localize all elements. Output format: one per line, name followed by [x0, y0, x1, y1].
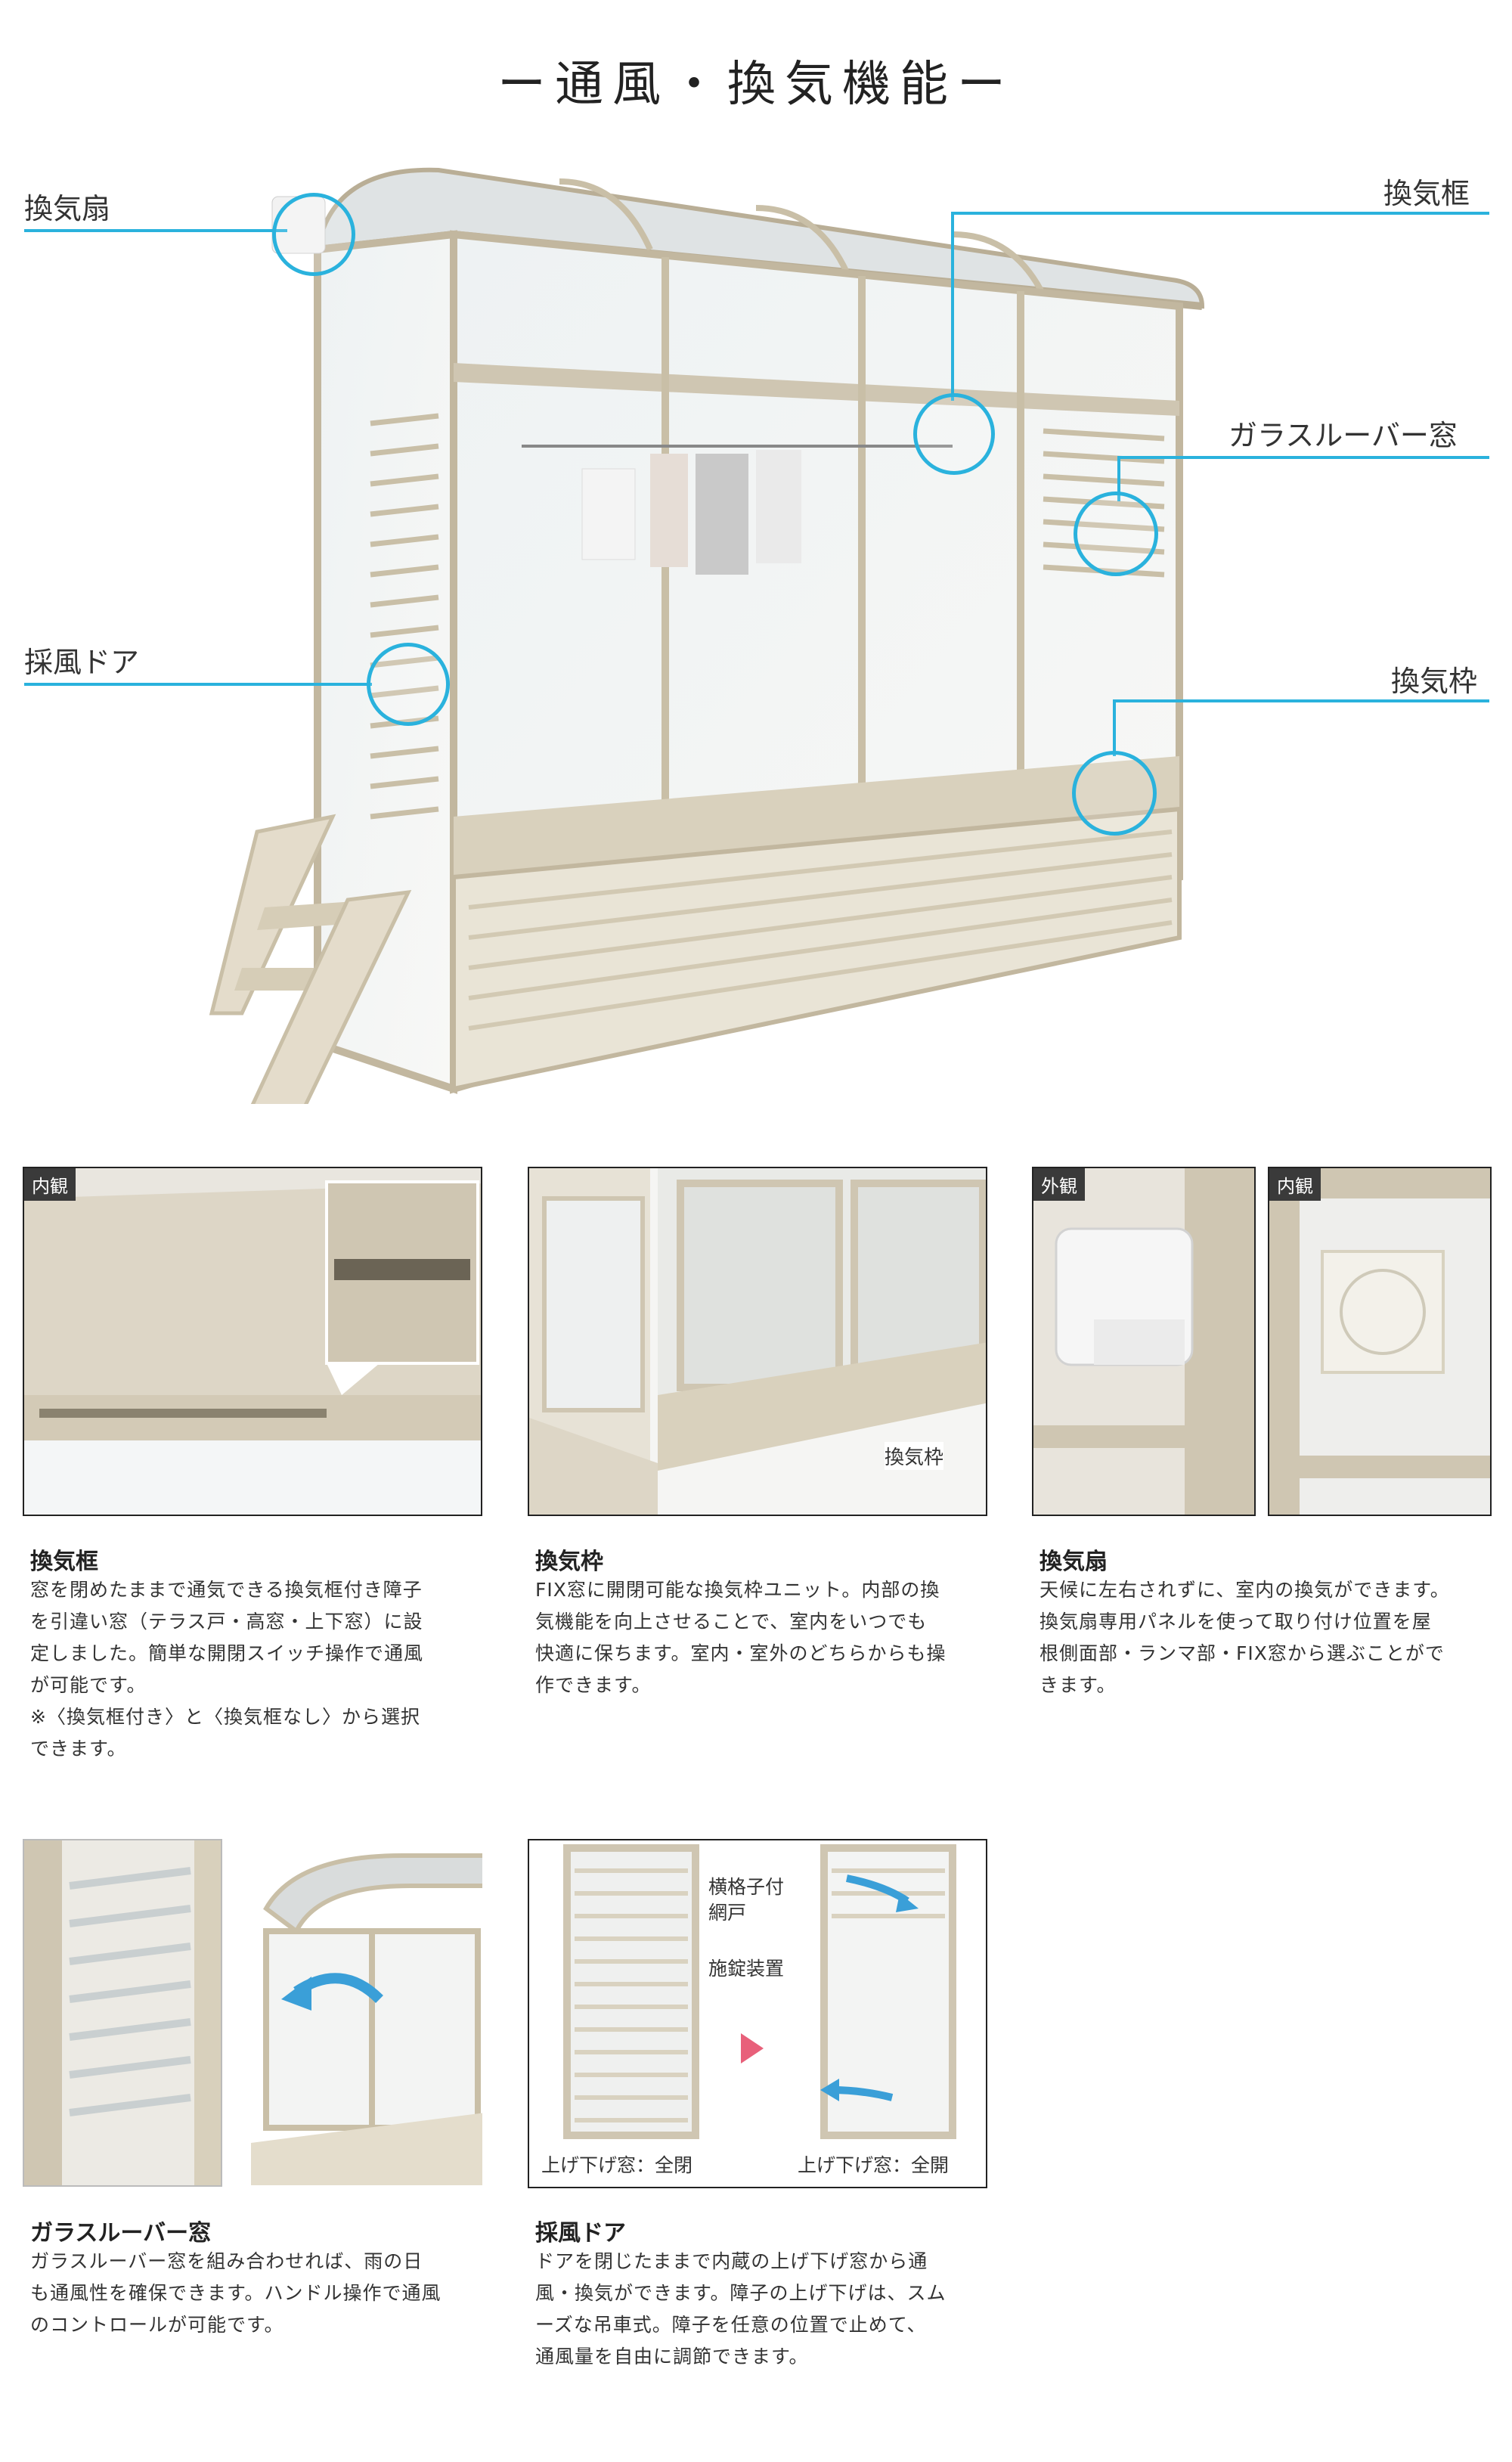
tag-inside: 内観: [24, 1168, 76, 1201]
desc-kanki-kamachi: 窓を閉めたままで通気できる換気框付き障子 を引違い窓（テラス戸・高窓・上下窓）に…: [30, 1579, 424, 1760]
callout-fan-label: 換気扇: [24, 192, 111, 225]
callout-door-label: 採風ドア: [24, 646, 140, 679]
callout-louver-vline: [1117, 456, 1120, 501]
heading-kanki-waku: 換気枠: [535, 1549, 603, 1575]
callout-frame-top-label: 換気框: [1383, 177, 1470, 210]
heading-louver: ガラスルーバー窓: [30, 2220, 212, 2246]
tag-inside-fan: 内観: [1269, 1168, 1321, 1201]
callout-door-circle: [367, 643, 450, 726]
callout-louver-label: ガラスルーバー窓: [1228, 419, 1458, 452]
label-door-screen: 横格子付 網戸: [708, 1876, 785, 1924]
caption-door-closed: 上げ下げ窓：全閉: [541, 2154, 693, 2176]
sunroom-illustration: [197, 151, 1255, 1114]
photo-kanki-sen-inside: 内観: [1268, 1167, 1492, 1516]
callout-frame-top-vline: [951, 212, 954, 401]
desc-door: ドアを閉じたままで内蔵の上げ下げ窓から通 風・換気ができます。障子の上げ下げは、…: [535, 2250, 947, 2367]
callout-frame-bottom-circle: [1072, 751, 1157, 836]
callout-frame-bottom-label: 換気枠: [1391, 665, 1478, 698]
photo-kanki-waku: 換気枠: [528, 1167, 987, 1516]
photo-kanki-sen-outside: 外観: [1032, 1167, 1256, 1516]
callout-fan-line: [24, 229, 287, 232]
callout-fan-circle: [272, 193, 355, 276]
heading-door: 採風ドア: [535, 2220, 626, 2246]
photo-kanki-kamachi: 内観: [23, 1167, 482, 1516]
label-door-lock: 施錠装置: [708, 1958, 785, 1980]
desc-kanki-sen: 天候に左右されずに、室内の換気ができます。 換気扇専用パネルを使って取り付け位置…: [1040, 1579, 1450, 1696]
heading-kanki-kamachi: 換気框: [30, 1549, 98, 1575]
callout-louver-circle: [1074, 491, 1158, 576]
heading-kanki-sen: 換気扇: [1040, 1549, 1108, 1575]
tag-outside: 外観: [1033, 1168, 1085, 1201]
desc-louver: ガラスルーバー窓を組み合わせれば、雨の日 も通風性を確保できます。ハンドル操作で…: [30, 2250, 442, 2336]
caption-door-open: 上げ下げ窓：全開: [798, 2154, 950, 2176]
callout-frame-bottom-vline: [1113, 699, 1116, 756]
callout-door-line: [24, 683, 372, 686]
page-title: ー通風・換気機能ー: [497, 57, 1015, 113]
callout-frame-bottom-line: [1113, 699, 1489, 702]
photo-louver-room: [249, 1839, 484, 2187]
callout-louver-line: [1117, 456, 1489, 459]
label-kanki-waku: 換気枠: [885, 1442, 944, 1470]
photo-louver-closeup: [23, 1839, 222, 2187]
desc-kanki-waku: FIX窓に開閉可能な換気枠ユニット。内部の換 気機能を向上させることで、室内をい…: [535, 1579, 947, 1696]
photo-door: 横格子付 網戸 施錠装置 上げ下げ窓：全閉 上げ下げ窓：全開: [528, 1839, 987, 2188]
callout-frame-top-line: [951, 212, 1489, 215]
callout-frame-top-circle: [913, 393, 995, 475]
